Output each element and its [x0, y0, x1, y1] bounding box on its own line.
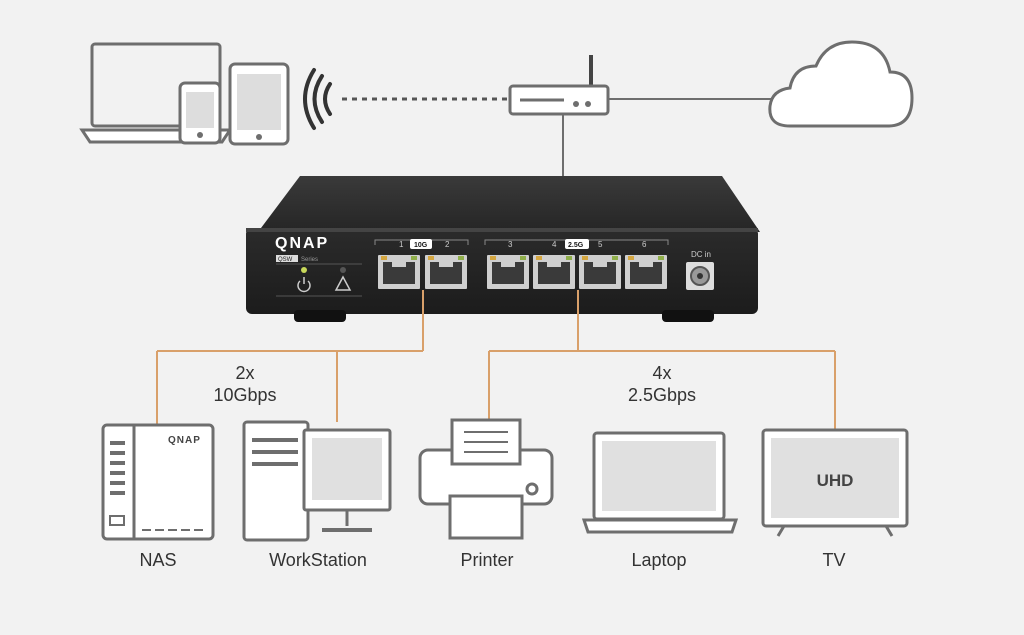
link-25g-speed: 2.5Gbps — [627, 385, 697, 405]
printer-label: Printer — [460, 550, 514, 570]
power-icon — [297, 277, 311, 293]
wifi-icon — [303, 68, 332, 130]
port-number-4: 4 — [552, 240, 557, 249]
printer-icon — [418, 418, 554, 540]
port-number-2: 2 — [445, 240, 450, 249]
port-number-3: 3 — [508, 240, 513, 249]
link-10g-count: 2x — [235, 363, 255, 383]
link-25g-label: 4x 2.5Gbps — [612, 362, 712, 406]
port-number-5: 5 — [598, 240, 603, 249]
ethernet-port-1 — [378, 255, 420, 289]
ethernet-port-5 — [579, 255, 621, 289]
link-10g-speed: 10Gbps — [213, 385, 277, 405]
workstation-label: WorkStation — [269, 550, 367, 570]
port-number-6: 6 — [642, 240, 647, 249]
ethernet-port-6 — [625, 255, 667, 289]
tv-icon — [761, 428, 909, 537]
link-25g — [488, 290, 836, 430]
badge-25g: 2.5G — [568, 242, 584, 249]
phone-icon — [178, 81, 222, 145]
switch-brand-logo: QNAP — [275, 235, 329, 252]
tablet-icon — [228, 62, 290, 146]
ethernet-port-3 — [487, 255, 529, 289]
badge-10g: 10G — [414, 242, 428, 249]
port-number-1: 1 — [399, 240, 404, 249]
network-switch: QNAP QSW Series 1 10G 2 3 4 2.5G 5 6 DC … — [246, 176, 760, 322]
power-led — [301, 267, 307, 273]
warning-icon — [334, 275, 352, 291]
nas-label: NAS — [139, 550, 177, 570]
ethernet-port-4 — [533, 255, 575, 289]
laptop-label: Laptop — [631, 550, 687, 570]
nas-icon — [101, 423, 215, 541]
link-25g-count: 4x — [652, 363, 672, 383]
dc-in-label: DC in — [691, 250, 711, 259]
status-led — [340, 267, 346, 273]
laptop-icon — [581, 431, 739, 534]
router-icon — [508, 55, 610, 116]
tv-screen-text: UHD — [817, 471, 854, 490]
nas-brand-logo: QNAP — [168, 435, 201, 446]
ethernet-port-2 — [425, 255, 467, 289]
tv-label: TV — [822, 550, 846, 570]
link-10g — [156, 290, 424, 425]
workstation-icon — [242, 420, 392, 542]
cloud-icon — [768, 40, 914, 128]
switch-series-label: QSW — [278, 257, 293, 263]
switch-series-suffix: Series — [301, 257, 318, 263]
port-row — [378, 255, 667, 289]
link-10g-label: 2x 10Gbps — [195, 362, 295, 406]
